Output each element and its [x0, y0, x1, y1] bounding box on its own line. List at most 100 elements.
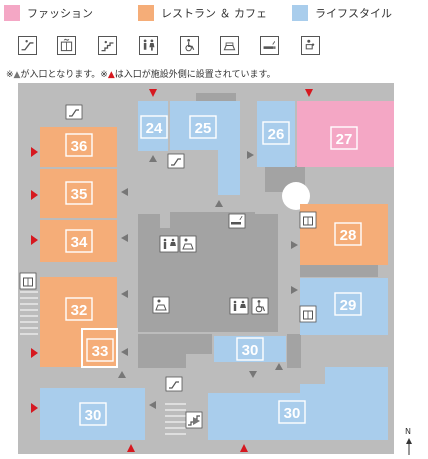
legend-swatch-lifestyle [292, 5, 308, 21]
note-text-1: が入口となります。※ [20, 70, 108, 80]
unit-30-southeast-area [208, 367, 388, 440]
unit-24-area [138, 101, 168, 151]
legend-item-lifestyle: ライフスタイル [292, 4, 392, 22]
legend-swatch-fashion [4, 5, 20, 21]
unit-26-label: 26 [262, 121, 290, 145]
entrance-outside-marker [127, 444, 135, 452]
core-south-west [138, 334, 186, 368]
unit-27-number: 27 [336, 131, 353, 148]
unit-35-number: 35 [71, 186, 88, 203]
unit-27[interactable] [297, 101, 394, 167]
elevator-icon [57, 36, 76, 55]
unit-27-area [297, 101, 394, 167]
unit-34-label: 34 [65, 229, 93, 253]
entrance-marker [291, 286, 298, 294]
escalator-icon [167, 153, 185, 169]
unit-30-center-number: 30 [242, 342, 259, 359]
map-facilities [19, 104, 317, 429]
entrance-marker [247, 151, 254, 159]
unit-28-number: 28 [340, 227, 357, 244]
legend-swatch-restaurant [138, 5, 154, 21]
unit-35[interactable] [40, 169, 117, 218]
entrance-marker [275, 363, 283, 370]
core-south-east [287, 334, 301, 368]
north-label: N [405, 427, 411, 436]
unit-30-southwest-label: 30 [79, 402, 107, 426]
unit-34[interactable] [40, 220, 117, 262]
entrance-marker [121, 234, 128, 242]
note-prefix: ※ [6, 70, 14, 80]
legend-item-fashion: ファッション [4, 4, 93, 22]
plaza-cutout [282, 182, 310, 210]
nursing-room-icon [220, 36, 239, 55]
restroom-icon [159, 235, 179, 253]
unit-30-center-label: 30 [236, 337, 264, 361]
entrance-outside-marker [240, 444, 248, 452]
entrance-note: ※▲が入口となります。※▲は入口が施設外側に設置されています。 [6, 67, 276, 80]
accessible-toilet-icon [251, 297, 269, 315]
unit-30-southeast[interactable] [208, 367, 388, 440]
entrance-outside-marker [149, 89, 157, 97]
baby-care-icon [301, 36, 320, 55]
entrances-outside [31, 89, 313, 452]
unit-24-label: 24 [140, 115, 168, 139]
accessible-toilet-icon [180, 36, 199, 55]
note-text-2: は入口が施設外側に設置されています。 [114, 70, 276, 80]
legend-label-lifestyle: ライフスタイル [315, 7, 392, 20]
unit-25-number: 25 [195, 120, 212, 137]
stairwell-south [165, 403, 186, 435]
core-south-mid [186, 334, 212, 354]
smoking-area-icon [260, 36, 279, 55]
unit-34-number: 34 [71, 234, 88, 251]
legend: ファッション レストラン ＆ カフェ ライフスタイル [4, 4, 424, 22]
entrance-marker [249, 371, 257, 378]
unit-24-number: 24 [146, 120, 163, 137]
entrance-marker [121, 348, 128, 356]
stairwell-west [20, 291, 38, 335]
unit-30-center[interactable] [214, 336, 286, 362]
entrance-outside-marker [31, 348, 38, 358]
core-north-strip [196, 93, 236, 103]
unit-32-label: 32 [65, 297, 93, 321]
note-triangle-red: ▲ [107, 70, 115, 80]
core-east-band [300, 265, 378, 277]
legend-label-restaurant: レストラン ＆ カフェ [161, 7, 267, 20]
entrance-outside-marker [305, 89, 313, 97]
elevator-icon [299, 305, 317, 323]
unit-25-label: 25 [189, 115, 217, 139]
unit-34-area [40, 220, 117, 262]
entrance-marker [291, 241, 298, 249]
unit-35-area [40, 169, 117, 218]
entrance-outside-marker [31, 235, 38, 245]
entrance-marker [121, 188, 128, 196]
entrance-marker [121, 290, 128, 298]
unit-29-number: 29 [340, 297, 357, 314]
unit-25-area [170, 101, 240, 195]
unit-30-southeast-number: 30 [284, 405, 301, 422]
unit-25[interactable] [170, 101, 240, 195]
entrance-outside-marker [31, 190, 38, 200]
unit-30-southeast-label: 30 [278, 400, 306, 424]
entrances-inside [118, 151, 298, 425]
nursing-room-icon [179, 235, 197, 253]
unit-33-label: 33 [86, 338, 114, 362]
unit-24[interactable] [138, 101, 168, 151]
entrance-marker [149, 401, 156, 409]
unit-32-number: 32 [71, 302, 88, 319]
note-triangle-gray: ▲ [13, 70, 21, 80]
entrance-outside-marker [31, 403, 38, 413]
escalator-icon [165, 376, 183, 392]
legend-item-restaurant: レストラン ＆ カフェ [138, 4, 267, 22]
unit-28-label: 28 [334, 222, 362, 246]
unit-35-label: 35 [65, 181, 93, 205]
unit-30-southwest[interactable] [40, 388, 145, 440]
entrance-marker [149, 155, 157, 162]
unit-30-southwest-number: 30 [85, 407, 102, 424]
north-arrow [406, 438, 412, 455]
escalator-icon [18, 36, 37, 55]
unit-30-southwest-area [40, 388, 145, 440]
escalator-icon [65, 104, 83, 120]
entrance-marker [193, 417, 200, 425]
stairs-icon [98, 36, 117, 55]
unit-33-number: 33 [92, 343, 109, 360]
